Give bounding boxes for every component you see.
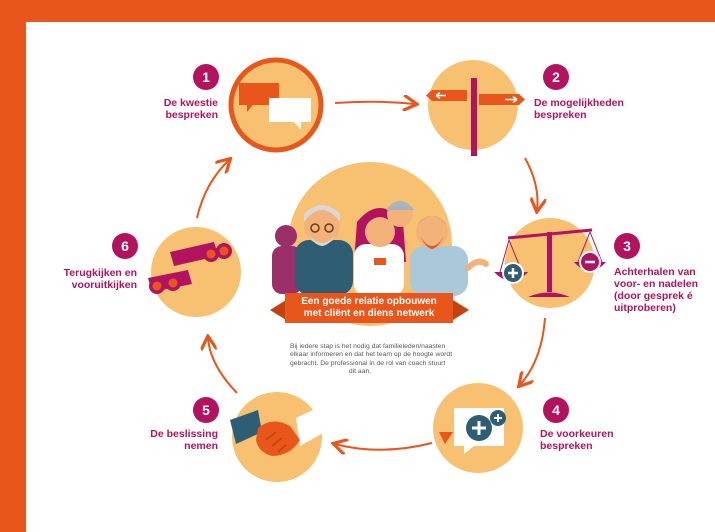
step-6-badge: 6 [112, 233, 138, 259]
signpost-icon [426, 78, 525, 156]
banner-tail-right [453, 300, 469, 320]
cycle-arrows [196, 102, 546, 450]
step-5-label-line-1: De beslissing [150, 428, 218, 440]
person-nurse-icon [386, 201, 414, 227]
step-4-label-line-2: bespreken [540, 440, 593, 452]
step-3-badge: 3 [614, 233, 640, 259]
step-5-label: De beslissing nemen [128, 428, 218, 452]
balance-scale-icon [494, 228, 606, 297]
person-bearded-icon [410, 216, 489, 296]
step-1-label: De kwestie bespreken [128, 97, 218, 121]
step-6-icon-group [148, 227, 241, 317]
note-line-2: elkaar informeren en dat het team op de … [290, 351, 453, 359]
arrow-2-to-3 [524, 157, 538, 210]
frame-top-bar [0, 0, 715, 22]
step-4-label: De voorkeuren bespreken [540, 428, 614, 452]
center-group [272, 162, 489, 326]
frame-left-bar [0, 0, 26, 532]
step-2-label-line-1: De mogelijkheden [534, 97, 624, 109]
arrow-5-to-6 [208, 338, 238, 394]
step-1-label-line-2: bespreken [165, 109, 218, 121]
step-3-label-line-4: uitproberen) [614, 302, 676, 314]
note-line-4: dit aan. [348, 367, 372, 375]
step-2-badge: 2 [543, 64, 569, 90]
step-4-icon-group [433, 383, 523, 473]
banner-line-2: met cliënt en diens netwerk [303, 308, 435, 319]
person-back-icon [272, 225, 302, 294]
arrow-3-to-4 [520, 317, 546, 385]
step-1-icon-group [228, 57, 324, 153]
note-line-1: Bij iedere stap is het nodig dat familie… [290, 343, 446, 350]
speech-bubbles-icon [239, 83, 311, 130]
arrow-1-to-2 [334, 102, 415, 104]
step-3-label: Achterhalen van voor- en nadelen (door g… [614, 266, 715, 314]
step-2-label: De mogelijkheden bespreken [534, 97, 624, 121]
center-banner: Een goede relatie opbouwen met cliënt en… [285, 293, 453, 323]
step-6-label: Terugkijken en vooruitkijken [42, 267, 137, 291]
step-1-label-line-1: De kwestie [163, 97, 218, 109]
person-elder-icon [295, 205, 353, 295]
handshake-icon [230, 404, 332, 456]
center-note: Bij iedere stap is het nodig dat familie… [290, 343, 453, 376]
arrow-4-to-5 [335, 443, 433, 450]
banner-tail-left [270, 300, 286, 320]
step-3-label-line-3: (door gesprek é [614, 290, 693, 302]
step-3-icon-group [494, 218, 606, 308]
step-5-badge: 5 [193, 397, 219, 423]
plus-bubble-icon [439, 408, 506, 454]
step-4-label-line-1: De voorkeuren [540, 428, 614, 440]
banner-line-1: Een goede relatie opbouwen [301, 296, 437, 307]
step-4-badge: 4 [543, 397, 569, 423]
binoculars-icon [148, 242, 232, 294]
step-2-label-line-2: bespreken [534, 109, 587, 121]
step-1-badge: 1 [193, 64, 219, 90]
note-line-3: gebracht. De professional in de rol van … [290, 359, 446, 367]
step-5-icon-group [230, 392, 332, 482]
step-6-label-line-2: vooruitkijken [71, 279, 137, 291]
step-2-icon-group [426, 60, 525, 156]
step-3-label-line-1: Achterhalen van [614, 266, 696, 278]
arrow-6-to-1 [196, 160, 229, 219]
step-6-label-line-1: Terugkijken en [63, 267, 137, 279]
step-5-label-line-2: nemen [184, 440, 218, 452]
step-6-circle [151, 227, 241, 317]
step-3-label-line-2: voor- en nadelen [614, 278, 699, 290]
